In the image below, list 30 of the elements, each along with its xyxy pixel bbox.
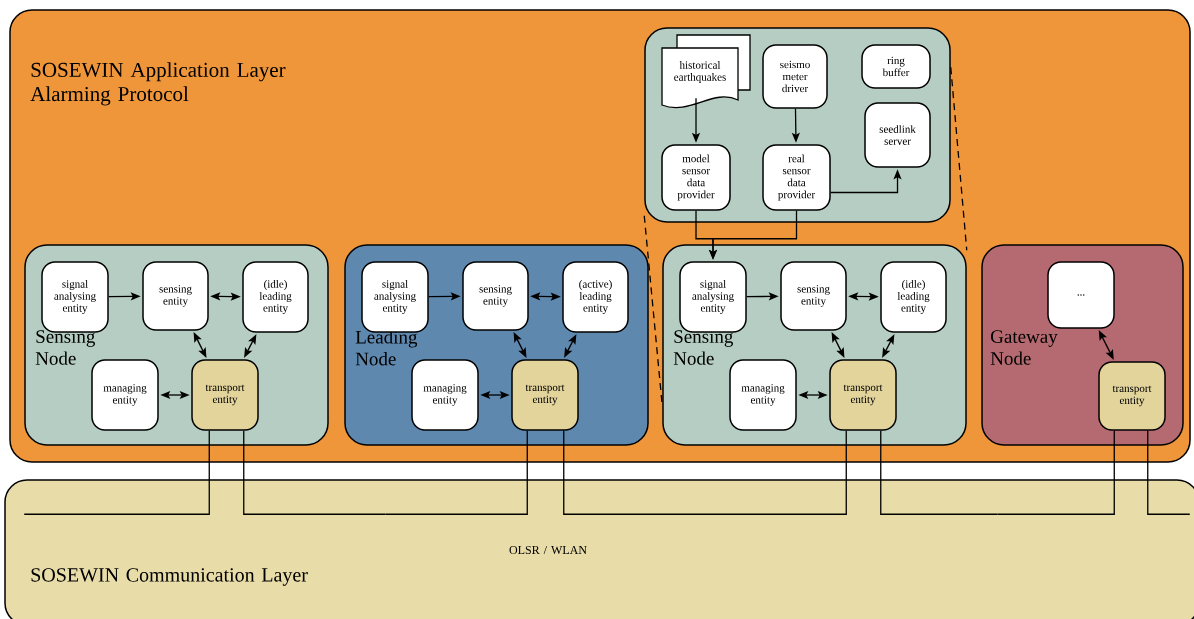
entity-box: real sensor data provider bbox=[762, 144, 831, 211]
entity-box: seedlink server bbox=[864, 102, 931, 168]
entity-box: sensing entity bbox=[462, 261, 529, 331]
entity-box: managing entity bbox=[91, 359, 159, 431]
zoom-line bbox=[950, 66, 968, 251]
bus-line bbox=[996, 430, 1115, 515]
entity-box: transport entity bbox=[191, 359, 259, 431]
bus-line bbox=[880, 430, 999, 515]
entity-box: sensing entity bbox=[142, 261, 209, 331]
bus-line bbox=[243, 430, 387, 515]
entity-box: model sensor data provider bbox=[661, 144, 731, 211]
entity-box: managing entity bbox=[729, 359, 797, 431]
entity-box: managing entity bbox=[411, 359, 479, 431]
entity-box: transport entity bbox=[829, 359, 897, 431]
entity-box: ... bbox=[1047, 261, 1115, 329]
entity-box: seismo meter driver bbox=[762, 44, 828, 109]
layer-panel: OLSR / WLAN SOSEWIN Communication Layer bbox=[4, 479, 1194, 619]
entity-box: ring buffer bbox=[861, 44, 931, 89]
entity-box: (idle) leading entity bbox=[242, 261, 309, 333]
entity-box: sensing entity bbox=[780, 261, 847, 331]
bus-line bbox=[23, 430, 210, 515]
entity-box: transport entity bbox=[1098, 361, 1166, 431]
entity-box: transport entity bbox=[511, 359, 579, 431]
bus-line bbox=[704, 430, 847, 515]
bus-line bbox=[563, 430, 706, 515]
bus-line bbox=[1147, 430, 1191, 515]
entity-box: (active) leading entity bbox=[562, 261, 629, 333]
entity-box: (idle) leading entity bbox=[880, 261, 947, 333]
entity-box: signal analysing entity bbox=[361, 261, 429, 333]
bus-line bbox=[384, 430, 528, 515]
